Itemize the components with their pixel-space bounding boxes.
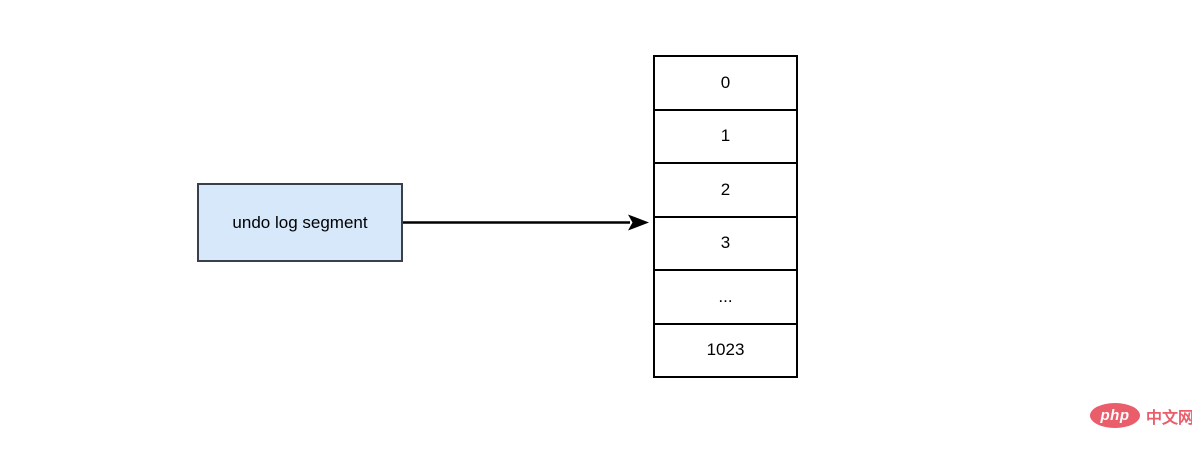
array-cell-3: 3 — [655, 217, 796, 271]
site-name-label: 中文网 — [1146, 409, 1192, 427]
php-logo-icon: php — [1090, 403, 1140, 428]
array-cell-1023-value: 1023 — [706, 340, 745, 360]
arrow-head-icon — [628, 214, 649, 231]
php-logo-text: php — [1100, 407, 1130, 424]
array-cell-0-value: 0 — [720, 72, 731, 92]
array-cell-2-value: 2 — [720, 179, 731, 199]
array-cell-1023: 1023 — [655, 324, 796, 376]
array-cell-1-value: 1 — [720, 126, 731, 146]
connector-arrow — [403, 214, 649, 231]
undo-log-segment-box: undo log segment — [197, 183, 403, 262]
array-cell-1: 1 — [655, 110, 796, 164]
array-cell-3-value: 3 — [720, 233, 731, 253]
php-cn-watermark: php 中文网 — [1090, 403, 1192, 428]
array-cell-2: 2 — [655, 164, 796, 218]
undo-slot-array: 0 1 2 3 ... 1023 — [653, 55, 798, 378]
array-cell-ellipsis: ... — [655, 271, 796, 325]
array-cell-ellipsis-value: ... — [718, 286, 733, 306]
undo-log-segment-label: undo log segment — [232, 212, 368, 232]
array-cell-0: 0 — [655, 57, 796, 111]
